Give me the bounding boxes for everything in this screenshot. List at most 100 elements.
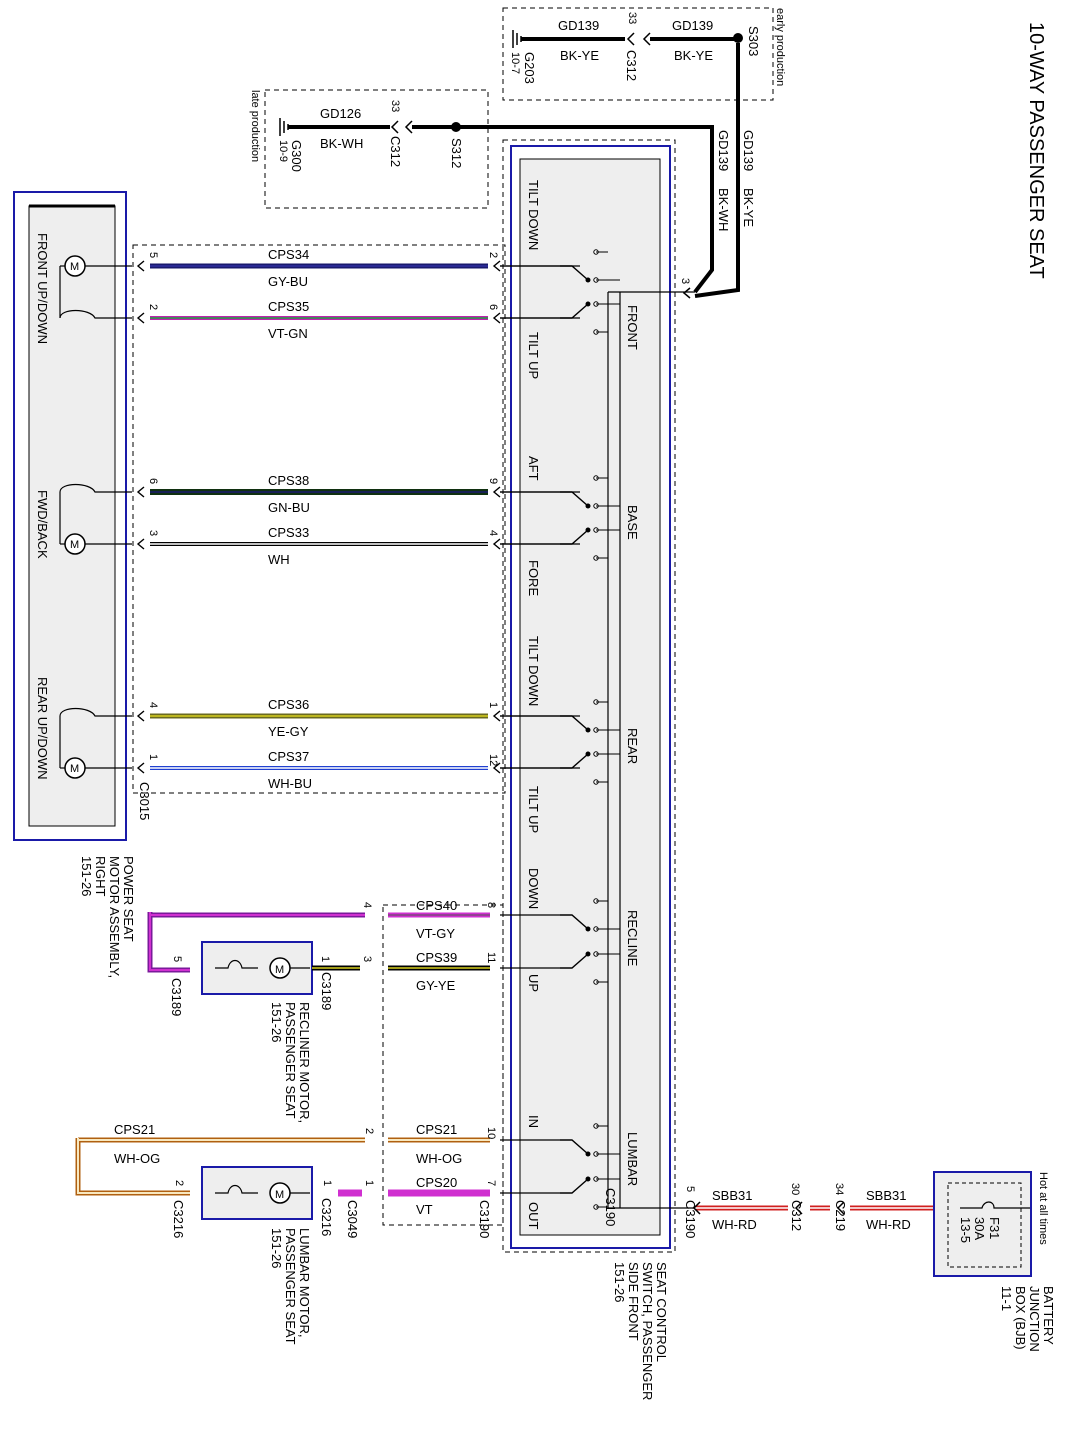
- connector-chevron-icon: [404, 120, 413, 134]
- seat-motors: M M M: [59, 255, 132, 779]
- wire-color: WH-OG: [416, 1151, 462, 1166]
- motor-name: FRONT UP/DOWN: [35, 233, 50, 344]
- motor-assembly-label-line: POWER SEAT: [121, 856, 136, 942]
- pin-number: 6: [487, 304, 499, 310]
- section-label: BASE: [625, 505, 640, 540]
- pin-number: 7: [485, 1180, 497, 1186]
- motor-icon-letter: M: [70, 539, 79, 551]
- position-label: UP: [526, 974, 541, 992]
- diagram-title: 10-WAY PASSENGER SEAT: [1025, 22, 1047, 279]
- late-production-label: late production: [249, 90, 261, 162]
- fuse-icon: [960, 1201, 1030, 1209]
- wire-color: WH-BU: [268, 776, 312, 791]
- pin-number: 10: [485, 1127, 497, 1139]
- connector-label: C3189: [319, 972, 334, 1010]
- pin-number: 33: [626, 12, 638, 24]
- seat-motor-3: M: [59, 707, 132, 779]
- motor-assembly-label-line: 151-26: [79, 856, 94, 896]
- wire-color: WH-RD: [866, 1217, 911, 1232]
- connector-label: C3216: [171, 1200, 186, 1238]
- fuse-label: F31: [987, 1217, 1002, 1239]
- early-production-ground: early production GD139 BK-YE GD139 BK-YE…: [502, 7, 786, 101]
- position-label: TILT UP: [526, 786, 541, 833]
- switch-label-line: SWITCH, PASSENGER: [640, 1262, 655, 1400]
- power-feed: 5 C3190 SBB31 WH-RD 30 C312 34 C219 SBB3…: [683, 1183, 960, 1238]
- motor-harness-outline: [132, 244, 506, 794]
- wire-circuit: CPS33: [268, 525, 309, 540]
- motor-icon-letter: M: [70, 261, 79, 273]
- splice-s312: [451, 122, 461, 132]
- pin-number: 5: [684, 1186, 696, 1192]
- wire-color: WH-OG: [114, 1151, 160, 1166]
- wire-circuit: SBB31: [712, 1188, 752, 1203]
- connector-chevron-icon: [136, 710, 145, 722]
- motor-connector-label: C3015: [137, 782, 152, 820]
- recliner-label-line: 151-26: [269, 1002, 284, 1042]
- wire-cps40-harness: [147, 912, 190, 973]
- connector-label: C3189: [169, 978, 184, 1016]
- connector-label: C312: [388, 136, 403, 167]
- position-label: OUT: [526, 1202, 541, 1230]
- bjb-fuse-outline: [947, 1182, 1022, 1268]
- pin-number: 5: [171, 956, 183, 962]
- wire-color: VT: [416, 1202, 433, 1217]
- switch-label-line: 151-26: [612, 1262, 627, 1302]
- battery-junction-box: F31 30A 13-5 Hot at all times BATTERY JU…: [933, 1171, 1056, 1352]
- pin-number: 2: [487, 252, 499, 258]
- connector-chevron-icon: [390, 120, 399, 134]
- connector-chevron-icon: [642, 32, 651, 46]
- wire-color: GY-YE: [416, 978, 456, 993]
- wire-circuit: SBB31: [866, 1188, 906, 1203]
- seat-motor-1: M: [59, 255, 132, 319]
- wire-color: VT-GN: [268, 326, 308, 341]
- pin-number: 4: [361, 902, 373, 908]
- pin-number: 30: [789, 1183, 801, 1195]
- wire-color: GY-BU: [268, 274, 308, 289]
- pin-number: 6: [147, 478, 159, 484]
- wire-circuit: CPS39: [416, 950, 457, 965]
- connector-label: C3190: [477, 1200, 492, 1238]
- connector-chevron-icon: [136, 486, 145, 498]
- switch-contact-5: [500, 1123, 620, 1210]
- connector-label: C312: [624, 50, 639, 81]
- ground-label: G300: [289, 140, 304, 172]
- connector-chevron-icon: [136, 312, 145, 324]
- section-label: FRONT: [625, 305, 640, 350]
- seat-motor-2: M: [59, 483, 132, 555]
- position-label: FORE: [526, 560, 541, 596]
- pin-number: 2: [173, 1180, 185, 1186]
- bjb-label-line: JUNCTION: [1027, 1286, 1042, 1352]
- connector-chevron-icon: [492, 312, 501, 324]
- wire-color: BK-YE: [741, 188, 756, 227]
- recliner-label-line: PASSENGER SEAT: [283, 1002, 298, 1119]
- wire-circuit: CPS36: [268, 697, 309, 712]
- wire-circuit: CPS21: [114, 1122, 155, 1137]
- wire-circuit: GD139: [558, 18, 599, 33]
- connector-chevron-icon: [136, 762, 145, 774]
- wire-color: BK-WH: [320, 136, 363, 151]
- position-label: AFT: [526, 456, 541, 481]
- connector-chevron-icon: [692, 1201, 701, 1215]
- early-production-label: early production: [774, 8, 786, 86]
- motor-icon-letter: M: [70, 763, 79, 775]
- ground-label: G203: [522, 52, 537, 84]
- pin-number: 34: [833, 1183, 845, 1195]
- connector-label: C219: [833, 1200, 848, 1231]
- wire-circuit: CPS40: [416, 898, 457, 913]
- ground-ref: 10-7: [509, 52, 521, 74]
- wire-circuit: CPS20: [416, 1175, 457, 1190]
- connector-chevron-icon: [492, 710, 501, 722]
- connector-chevron-icon: [492, 486, 501, 498]
- pin-number: 5: [147, 252, 159, 258]
- wire-gd139-bk-ye: [694, 43, 740, 298]
- wire-circuit: CPS37: [268, 749, 309, 764]
- motor-winding-icon: [215, 959, 258, 969]
- wire-circuit: CPS34: [268, 247, 309, 262]
